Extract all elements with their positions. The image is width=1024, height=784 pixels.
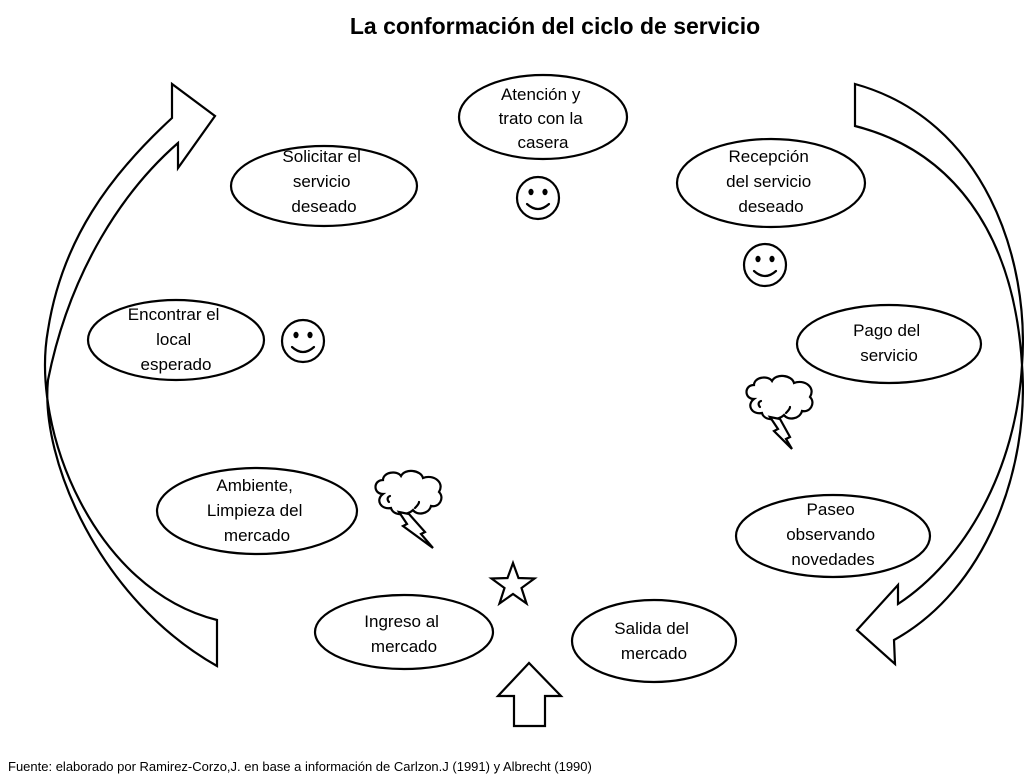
step-ingreso-ellipse <box>313 593 495 671</box>
step-ambiente-label: Ambiente, Limpieza del mercado <box>207 476 307 545</box>
step-solicitar-ellipse <box>229 144 419 228</box>
up-arrow <box>495 661 564 728</box>
star-icon <box>488 559 538 607</box>
source-caption: Fuente: elaborado por Ramirez-Corzo,J. e… <box>8 759 592 774</box>
step-pago-label: Pago del servicio <box>853 321 925 365</box>
storm-cloud-icon <box>745 374 814 450</box>
step-atencion-ellipse <box>457 73 629 161</box>
step-paseo-ellipse <box>734 493 932 579</box>
step-atencion-label: Atención y trato con la casera <box>499 85 588 152</box>
step-solicitar-label: Solicitar el servicio deseado <box>282 147 365 216</box>
step-salida-label: Salida del mercado <box>614 619 693 663</box>
step-encontrar-ellipse <box>86 298 266 382</box>
storm-cloud-icon <box>374 469 443 549</box>
diagram-title: La conformación del ciclo de servicio <box>350 13 760 39</box>
smiley-icon <box>280 318 326 364</box>
step-ingreso-label: Ingreso al mercado <box>364 612 443 656</box>
step-recepcion-label: Recepción del servicio deseado <box>726 147 816 216</box>
smiley-icon <box>742 242 788 288</box>
step-ambiente-ellipse <box>155 466 359 556</box>
step-recepcion-ellipse <box>675 137 867 229</box>
step-salida-ellipse <box>570 598 738 684</box>
step-encontrar-label: Encontrar el local esperado <box>128 305 224 374</box>
step-paseo-label: Paseo observando novedades <box>786 500 880 569</box>
left-cycle-arrow <box>43 81 219 668</box>
step-pago-ellipse <box>795 303 983 385</box>
smiley-icon <box>515 175 561 221</box>
right-cycle-arrow <box>853 82 1024 667</box>
